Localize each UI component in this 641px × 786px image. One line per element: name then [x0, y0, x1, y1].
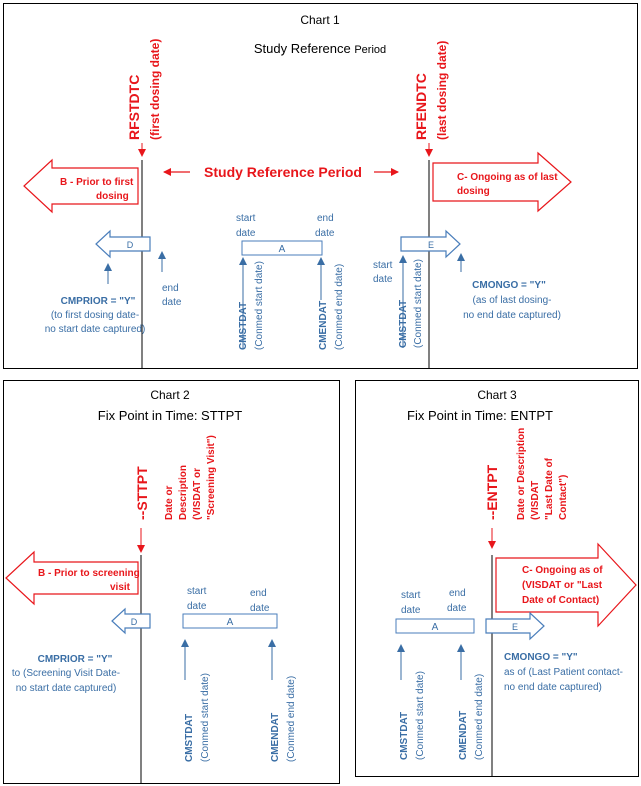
- a-label: A: [279, 244, 286, 255]
- e3-arrow: [485, 611, 545, 641]
- cmendat-2-sub: (Conmed end date): [286, 676, 297, 762]
- c3-arrow-text-1: C- Ongoing as of: [522, 565, 603, 576]
- cmprior-note-2b: no start date captured): [16, 683, 117, 694]
- a-end-date-2: date: [315, 228, 335, 239]
- entpt-desc-2: (VISDAT: [530, 481, 541, 520]
- e3-label: E: [512, 622, 518, 632]
- cmstdat-2: CMSTDAT: [184, 714, 195, 762]
- cmprior-label-2: CMPRIOR = "Y": [38, 654, 113, 665]
- rfendtc-label: RFENDTC: [413, 73, 429, 140]
- d-end-date-2: date: [162, 297, 182, 308]
- cmendat-1: CMENDAT: [318, 301, 329, 350]
- a2-end-2: date: [250, 603, 270, 614]
- b-prior-arrow: [23, 158, 139, 214]
- c-ongoing-contact-arrow: [495, 542, 637, 628]
- cmstdat-3-sub: (Conmed start date): [415, 671, 426, 760]
- a3-start-2: date: [401, 605, 421, 616]
- a3-box: [395, 618, 475, 634]
- chart-1-subtitle: Study Reference Period: [254, 41, 386, 56]
- rfstdtc-sub: (first dosing date): [148, 39, 162, 140]
- cmongo-note-1b: no end date captured): [463, 310, 561, 321]
- e-label: E: [428, 240, 434, 250]
- cmstdat-1: CMSTDAT: [238, 302, 249, 350]
- rfendtc-sub: (last dosing date): [435, 41, 449, 140]
- chart-2-title: Chart 2: [150, 388, 190, 402]
- a2-start-1: start: [187, 586, 207, 597]
- chart-1-subtitle-main: Study Reference: [254, 41, 354, 56]
- c-arrow-text-2: dosing: [457, 186, 490, 197]
- e-start-date-1: start: [373, 260, 393, 271]
- cmstdat-e: CMSTDAT: [398, 300, 409, 348]
- a-box: [241, 240, 323, 256]
- c3-arrow-text-2: (VISDAT or "Last: [522, 580, 603, 591]
- cmstdat-1-sub: (Conmed start date): [254, 261, 265, 350]
- period-label: Study Reference Period: [204, 164, 362, 180]
- e-arrow: [400, 229, 461, 259]
- e-start-date-2: date: [373, 274, 393, 285]
- entpt-desc-4: Contact"): [558, 475, 569, 520]
- cmongo-label-1: CMONGO = "Y": [472, 280, 546, 291]
- a-end-date-1: end: [317, 213, 334, 224]
- a2-start-2: date: [187, 601, 207, 612]
- cmprior-label-1: CMPRIOR = "Y": [61, 296, 136, 307]
- entpt-desc-1: Date or Description: [516, 428, 527, 520]
- sttpt-desc-4: "Screening Visit"): [206, 435, 217, 520]
- a3-end-2: date: [447, 603, 467, 614]
- sttpt-desc-1: Date or: [164, 485, 175, 520]
- chart-3-panel: [355, 380, 639, 777]
- d-arrow: [95, 229, 151, 259]
- sttpt-desc-3: (VISDAT or: [192, 468, 203, 520]
- b-prior-screening-arrow: [5, 550, 139, 606]
- cmendat-2: CMENDAT: [270, 713, 281, 762]
- a3-start-1: start: [401, 590, 421, 601]
- c3-arrow-text-3: Date of Contact): [522, 595, 599, 606]
- c-arrow-text-1: C- Ongoing as of last: [457, 172, 558, 183]
- cmstdat-e-sub: (Conmed start date): [413, 259, 424, 348]
- chart-3-title: Chart 3: [477, 388, 517, 402]
- chart-1-title: Chart 1: [300, 13, 340, 27]
- cmendat-1-sub: (Conmed end date): [334, 264, 345, 350]
- cmprior-note-1a: (to first dosing date-: [51, 310, 139, 321]
- a2-box: [182, 613, 278, 629]
- chart-1-subtitle-small: Period: [354, 44, 386, 56]
- sttpt-label: --STTPT: [134, 466, 150, 520]
- sttpt-desc-2: Description: [178, 465, 189, 520]
- a2-label: A: [227, 617, 234, 628]
- d2-arrow: [111, 607, 151, 635]
- entpt-desc-3: "Last Date of: [544, 457, 555, 520]
- a-start-date-2: date: [236, 228, 256, 239]
- b2-arrow-text-2: visit: [110, 582, 131, 593]
- d-end-date-1: end: [162, 283, 179, 294]
- cmongo-note-3a: as of (Last Patient contact-: [504, 667, 623, 678]
- chart-3-subtitle: Fix Point in Time: ENTPT: [407, 408, 553, 423]
- a-start-date-1: start: [236, 213, 256, 224]
- d-label: D: [127, 240, 134, 250]
- cmongo-label-3: CMONGO = "Y": [504, 652, 578, 663]
- cmprior-note-1b: no start date captured): [45, 324, 146, 335]
- chart-2-subtitle: Fix Point in Time: STTPT: [98, 408, 243, 423]
- rfstdtc-label: RFSTDTC: [126, 75, 142, 140]
- a3-label: A: [432, 622, 439, 633]
- c-ongoing-arrow: [432, 151, 572, 213]
- b-arrow-text-2: dosing: [96, 191, 129, 202]
- cmstdat-2-sub: (Conmed start date): [200, 673, 211, 762]
- cmprior-note-2a: to (Screening Visit Date-: [12, 668, 120, 679]
- chart-2-panel: [3, 380, 340, 784]
- a3-end-1: end: [449, 588, 466, 599]
- cmstdat-3: CMSTDAT: [399, 712, 410, 760]
- cmendat-3: CMENDAT: [458, 711, 469, 760]
- cmendat-3-sub: (Conmed end date): [474, 674, 485, 760]
- cmongo-note-3b: no end date captured): [504, 682, 602, 693]
- entpt-label: --ENTPT: [484, 464, 500, 520]
- a2-end-1: end: [250, 588, 267, 599]
- chart-1-panel: [3, 3, 638, 369]
- cmongo-note-1a: (as of last dosing-: [473, 295, 552, 306]
- b2-arrow-text-1: B - Prior to screening: [38, 568, 140, 579]
- d2-label: D: [131, 617, 138, 627]
- b-arrow-text-1: B - Prior to first: [60, 177, 134, 188]
